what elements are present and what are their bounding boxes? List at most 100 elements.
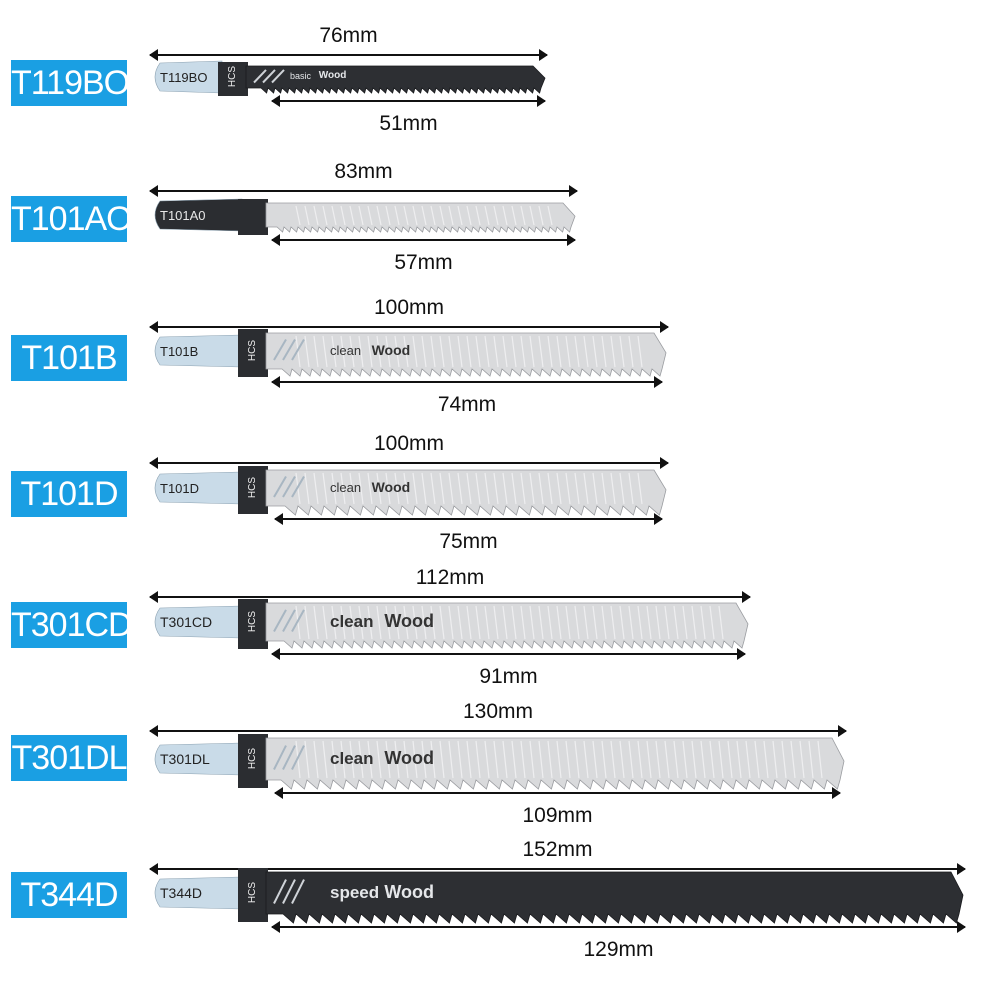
blade-body: [265, 602, 749, 649]
blade-shank: [154, 334, 243, 368]
blade-sheen: [628, 740, 634, 779]
stripe-mark: [273, 475, 287, 498]
blade-sheen: [592, 472, 598, 505]
working-length-label: 74mm: [437, 393, 497, 416]
blade-sheen: [808, 740, 814, 779]
blade-sheen: [610, 605, 616, 640]
blade-sheen: [583, 335, 589, 368]
brand-series-text: speed: [330, 882, 380, 902]
model-label: T101AO: [11, 196, 127, 242]
model-label: T119BO: [11, 60, 127, 106]
shank-model-text: T119BO: [160, 69, 208, 85]
blade-sheen: [529, 205, 535, 226]
model-label: T301DL: [11, 735, 127, 781]
blade-sheen: [664, 740, 670, 779]
blade-shank: [154, 742, 243, 776]
blade-sheen: [466, 472, 472, 505]
total-length-label: 100mm: [373, 432, 445, 455]
blade-sheen: [340, 335, 346, 368]
blade-sheen: [781, 740, 787, 779]
shank-model-text: T301DL: [160, 751, 210, 767]
stripe-mark: [291, 475, 305, 498]
working-length-arrow: [271, 95, 546, 107]
model-label: T101D: [11, 471, 127, 517]
blade-sheen: [430, 605, 436, 640]
blade-body: [265, 332, 667, 377]
blade-sheen: [493, 335, 499, 368]
brand-series-text: basic: [290, 70, 312, 81]
blade-sheen: [322, 740, 328, 779]
blade-sheen: [511, 472, 517, 505]
blade-sheen: [466, 335, 472, 368]
brand-series-text: clean: [330, 748, 374, 768]
blade-sheen: [628, 605, 634, 640]
stripe-mark: [271, 69, 285, 84]
blade-sheen: [358, 605, 364, 640]
blade-sheen: [457, 335, 463, 368]
blade-sheen: [646, 605, 652, 640]
blade-sheen: [799, 740, 805, 779]
blade-sheen: [547, 740, 553, 779]
blade-sheen: [619, 740, 625, 779]
blade-sheen: [493, 205, 499, 226]
total-length-arrow: [149, 591, 751, 603]
jigsaw-blade: [154, 599, 749, 649]
blade-sheen: [511, 740, 517, 779]
blade-sheen: [754, 740, 760, 779]
blade-sheen: [457, 472, 463, 505]
blade-sheen: [682, 605, 688, 640]
blade-sheen: [601, 740, 607, 779]
blade-sheen: [340, 605, 346, 640]
blade-sheen: [502, 740, 508, 779]
blade-body: [245, 65, 546, 94]
total-length-arrow: [149, 725, 847, 737]
blade-collar: [238, 329, 268, 377]
blade-sheen: [439, 740, 445, 779]
shank-model-text: T344D: [160, 885, 203, 901]
blade-sheen: [349, 740, 355, 779]
jigsaw-blade: [154, 329, 667, 377]
shank-model-text: T101D: [160, 480, 200, 496]
blade-sheen: [349, 205, 355, 226]
brand-material-text: Wood: [371, 341, 411, 358]
blade-sheen: [610, 335, 616, 368]
brand-material-text: Wood: [384, 747, 435, 768]
blade-sheen: [736, 740, 742, 779]
blade-sheen: [313, 472, 319, 505]
model-label: T301CD: [11, 602, 127, 648]
blade-sheen: [493, 740, 499, 779]
blade-sheen: [502, 335, 508, 368]
blade-sheen: [313, 335, 319, 368]
blade-sheen: [556, 740, 562, 779]
blade-sheen: [601, 335, 607, 368]
grade-text: HCS: [247, 881, 259, 904]
blade-sheen: [502, 472, 508, 505]
model-label: T101B: [11, 335, 127, 381]
blade-sheen: [529, 605, 535, 640]
blade-sheen: [331, 205, 337, 226]
stripe-mark: [291, 609, 305, 632]
blade-sheen: [322, 335, 328, 368]
working-length-label: 129mm: [583, 938, 654, 961]
blade-sheen: [421, 472, 427, 505]
blade-collar: [238, 199, 268, 235]
stripe-mark: [262, 69, 276, 84]
total-length-arrow: [149, 49, 548, 61]
blade-sheen: [295, 472, 301, 505]
blade-sheen: [394, 205, 400, 226]
blade-shank: [154, 605, 243, 639]
total-length-label: 83mm: [334, 160, 393, 183]
blade-sheen: [718, 605, 724, 640]
blade-sheen: [475, 472, 481, 505]
blade-sheen: [394, 740, 400, 779]
blade-sheen: [538, 605, 544, 640]
grade-text: HCS: [247, 476, 259, 499]
total-length-arrow: [149, 321, 669, 333]
blade-sheen: [673, 605, 679, 640]
stripe-mark: [282, 475, 296, 498]
brand-series-text: clean: [330, 342, 362, 358]
shank-model-text: T101A0: [160, 207, 206, 223]
blade-sheen: [520, 605, 526, 640]
blade-sheen: [304, 205, 310, 226]
jigsaw-blade: [154, 60, 546, 96]
